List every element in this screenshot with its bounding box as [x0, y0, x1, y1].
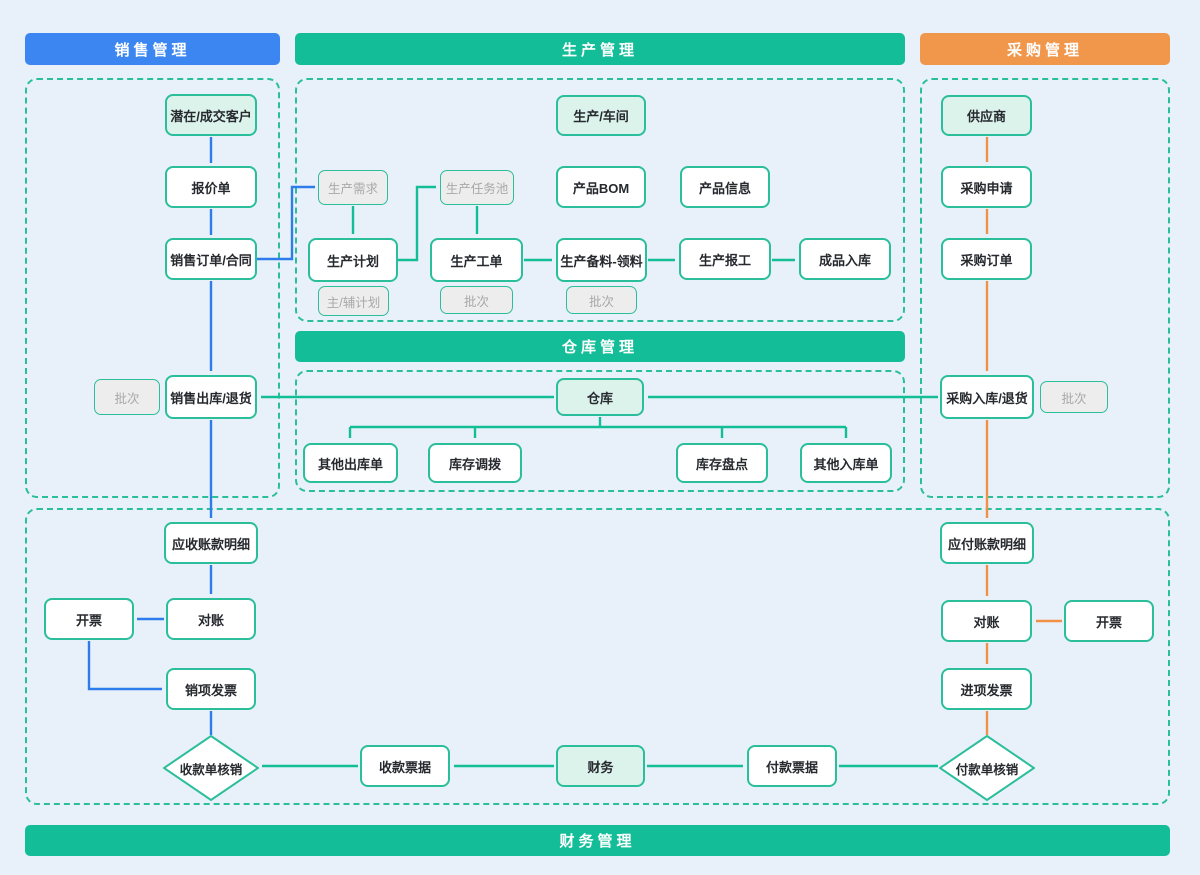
node-batch-sales[interactable]: 批次	[94, 379, 160, 415]
node-payment-note[interactable]: 付款票据	[747, 745, 837, 787]
node-potential-customer[interactable]: 潜在/成交客户	[165, 94, 257, 136]
node-receipt-note[interactable]: 收款票据	[360, 745, 450, 787]
node-payment-writeoff-diamond[interactable]: 付款单核销	[939, 735, 1035, 801]
node-quotation[interactable]: 报价单	[165, 166, 257, 208]
node-work-report[interactable]: 生产报工	[679, 238, 771, 280]
diamond-shape	[939, 735, 1035, 801]
zone-finance	[25, 508, 1170, 805]
header-purchase-management[interactable]: 采购管理	[920, 33, 1170, 65]
node-purchase-inbound[interactable]: 采购入库/退货	[940, 375, 1034, 419]
node-sales-order[interactable]: 销售订单/合同	[165, 238, 257, 280]
node-reconciliation-sales[interactable]: 对账	[166, 598, 256, 640]
node-work-order[interactable]: 生产工单	[430, 238, 523, 282]
node-purchase-order[interactable]: 采购订单	[941, 238, 1032, 280]
node-sales-invoice[interactable]: 销项发票	[166, 668, 256, 710]
zone-sales	[25, 78, 280, 498]
node-task-pool[interactable]: 生产任务池	[440, 170, 514, 205]
header-warehouse-management[interactable]: 仓库管理	[295, 331, 905, 362]
node-inventory-transfer[interactable]: 库存调拨	[428, 443, 522, 483]
node-production-demand[interactable]: 生产需求	[318, 170, 388, 205]
node-invoicing-sales[interactable]: 开票	[44, 598, 134, 640]
node-ar-detail[interactable]: 应收账款明细	[164, 522, 258, 564]
node-ap-detail[interactable]: 应付账款明细	[940, 522, 1034, 564]
node-main-aux-plan[interactable]: 主/辅计划	[318, 286, 389, 316]
diamond-label: 收款单核销	[179, 762, 243, 777]
node-material-prep[interactable]: 生产备料-领料	[556, 238, 647, 282]
diamond-label: 付款单核销	[955, 762, 1019, 777]
node-input-invoice[interactable]: 进项发票	[941, 668, 1032, 710]
node-reconciliation-purchase[interactable]: 对账	[941, 600, 1032, 642]
node-receipt-writeoff-diamond[interactable]: 收款单核销	[163, 735, 259, 801]
node-finance[interactable]: 财务	[556, 745, 645, 787]
node-product-info[interactable]: 产品信息	[680, 166, 770, 208]
diamond-shape	[163, 735, 259, 801]
node-other-outbound[interactable]: 其他出库单	[303, 443, 398, 483]
node-product-bom[interactable]: 产品BOM	[556, 166, 646, 208]
node-invoicing-purchase[interactable]: 开票	[1064, 600, 1154, 642]
header-finance-management[interactable]: 财务管理	[25, 825, 1170, 856]
zone-purchase	[920, 78, 1170, 498]
header-production-management[interactable]: 生产管理	[295, 33, 905, 65]
node-batch-material[interactable]: 批次	[566, 286, 637, 314]
node-production-plan[interactable]: 生产计划	[308, 238, 398, 282]
node-batch-work-order[interactable]: 批次	[440, 286, 513, 314]
zone-production	[295, 78, 905, 322]
node-sales-outbound[interactable]: 销售出库/退货	[165, 375, 257, 419]
node-supplier[interactable]: 供应商	[941, 95, 1032, 136]
header-sales-management[interactable]: 销售管理	[25, 33, 280, 65]
node-batch-purchase[interactable]: 批次	[1040, 381, 1108, 413]
node-stocktake[interactable]: 库存盘点	[676, 443, 768, 483]
node-purchase-request[interactable]: 采购申请	[941, 166, 1032, 208]
zone-warehouse	[295, 370, 905, 492]
node-finished-goods-inbound[interactable]: 成品入库	[799, 238, 891, 280]
node-production-workshop[interactable]: 生产/车间	[556, 95, 646, 136]
node-warehouse[interactable]: 仓库	[556, 378, 644, 416]
node-other-inbound[interactable]: 其他入库单	[800, 443, 892, 483]
